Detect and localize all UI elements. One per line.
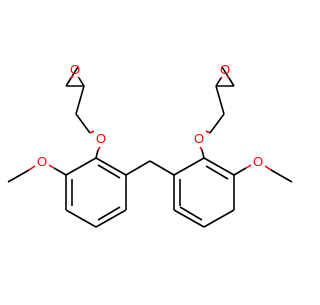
bond bbox=[205, 165, 229, 180]
bond bbox=[149, 160, 175, 176]
bond bbox=[70, 75, 74, 79]
bond bbox=[75, 85, 85, 115]
bond bbox=[48, 164, 55, 169]
bond bbox=[95, 149, 99, 159]
oxygen-atom-label: O bbox=[220, 62, 230, 77]
bond bbox=[95, 157, 127, 176]
bond bbox=[228, 77, 235, 87]
bond bbox=[270, 169, 293, 183]
structure-canvas: O O O O bbox=[7, 62, 293, 228]
bond bbox=[173, 209, 205, 228]
left-epoxide-ring: O bbox=[65, 62, 85, 87]
bond bbox=[173, 157, 205, 176]
bond bbox=[215, 77, 222, 87]
bond bbox=[264, 165, 272, 171]
bond bbox=[65, 77, 72, 87]
bond bbox=[226, 75, 230, 79]
chemical-structure-drawing: O O O O bbox=[7, 62, 293, 228]
bond bbox=[233, 167, 247, 176]
bond bbox=[205, 130, 211, 134]
bond bbox=[53, 167, 67, 176]
oxygen-atom-label: O bbox=[70, 62, 80, 77]
oxygen-atom-label: O bbox=[96, 131, 106, 146]
bond bbox=[97, 164, 121, 179]
bond bbox=[97, 146, 101, 151]
bond bbox=[215, 85, 225, 115]
bond bbox=[89, 130, 95, 134]
bond bbox=[125, 160, 151, 176]
oxygen-atom-label: O bbox=[194, 131, 204, 146]
bond bbox=[220, 76, 223, 79]
bond bbox=[199, 146, 203, 151]
bond bbox=[203, 157, 235, 176]
bond bbox=[65, 157, 97, 176]
oxygen-atom-label: O bbox=[253, 154, 263, 169]
bond bbox=[201, 149, 205, 159]
right-epoxide-ring: O bbox=[215, 62, 235, 87]
bond bbox=[7, 169, 30, 183]
bond bbox=[28, 165, 36, 171]
bond bbox=[75, 113, 91, 134]
oxygen-atom-label: O bbox=[37, 154, 47, 169]
bond bbox=[209, 113, 225, 134]
bond bbox=[179, 206, 203, 221]
bond bbox=[77, 76, 80, 79]
bond bbox=[78, 77, 85, 87]
bond bbox=[95, 209, 127, 228]
left-benzene-ring bbox=[65, 157, 127, 228]
right-benzene-ring bbox=[173, 157, 235, 228]
bond bbox=[65, 209, 97, 228]
bond bbox=[97, 206, 121, 221]
bond bbox=[203, 209, 235, 228]
bond bbox=[245, 164, 252, 169]
